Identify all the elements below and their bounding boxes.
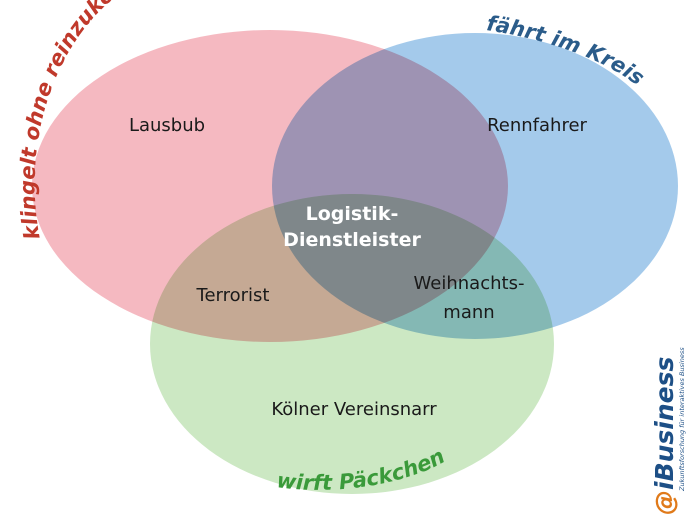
region-label-koelner-vereinsnarr: Kölner Vereinsnarr	[271, 399, 437, 420]
region-label-weihnachtsmann-line1: Weihnachts-	[414, 273, 525, 294]
region-label-rennfahrer: Rennfahrer	[487, 115, 587, 136]
region-label-center-line2: Dienstleister	[283, 229, 421, 251]
logo-brand-name: iBusiness	[650, 356, 679, 490]
logo-brand: @iBusiness	[650, 356, 679, 515]
logo-tagline: Zukunftsforschung für interaktives Busin…	[678, 347, 686, 491]
region-label-terrorist: Terrorist	[196, 285, 270, 306]
logo-e-mark: @	[650, 490, 679, 515]
region-label-lausbub: Lausbub	[129, 115, 205, 136]
region-label-weihnachtsmann-line2: mann	[443, 302, 494, 323]
ibusiness-logo: @iBusiness Zukunftsforschung für interak…	[650, 322, 689, 515]
region-label-center-line1: Logistik-	[306, 203, 399, 225]
set-circle-bottom	[150, 194, 554, 494]
